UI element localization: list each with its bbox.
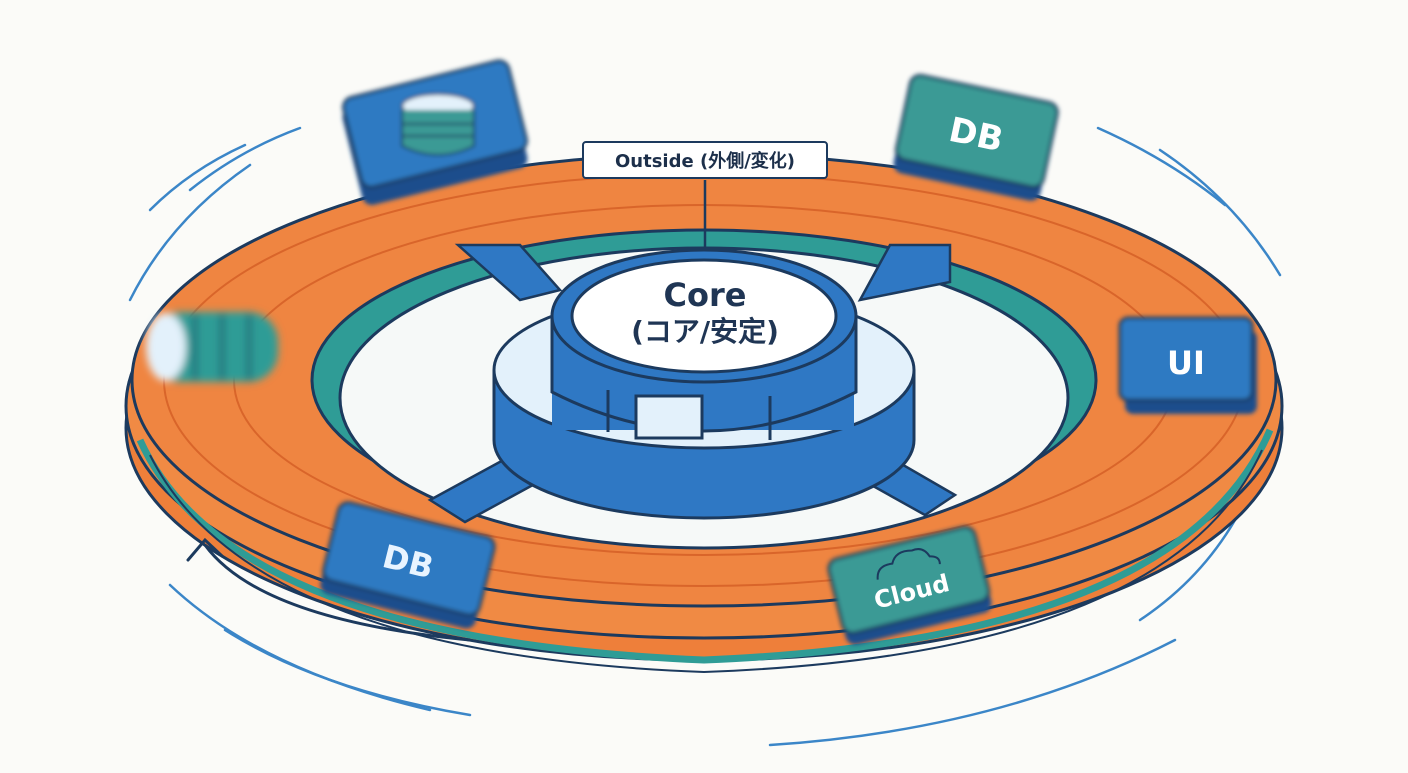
ui-module: UI bbox=[1118, 316, 1257, 414]
core-subtitle: (コア/安定) bbox=[631, 315, 779, 348]
outside-label: Outside (外側/変化) bbox=[582, 141, 828, 179]
core-stack bbox=[492, 248, 916, 520]
core-title: Core bbox=[663, 276, 747, 314]
db-module-top-right: DB bbox=[893, 73, 1059, 201]
cylinder-stack-icon bbox=[146, 312, 278, 382]
database-icon bbox=[342, 59, 528, 205]
ui-icon: UI bbox=[1167, 344, 1205, 382]
cloud-module: Cloud bbox=[827, 525, 992, 645]
db-module-bottom-left: DB bbox=[320, 501, 496, 629]
core-label: Core (コア/安定) bbox=[560, 276, 850, 350]
cloud-icon bbox=[876, 548, 941, 580]
rotation-arrow-icon bbox=[186, 537, 471, 642]
